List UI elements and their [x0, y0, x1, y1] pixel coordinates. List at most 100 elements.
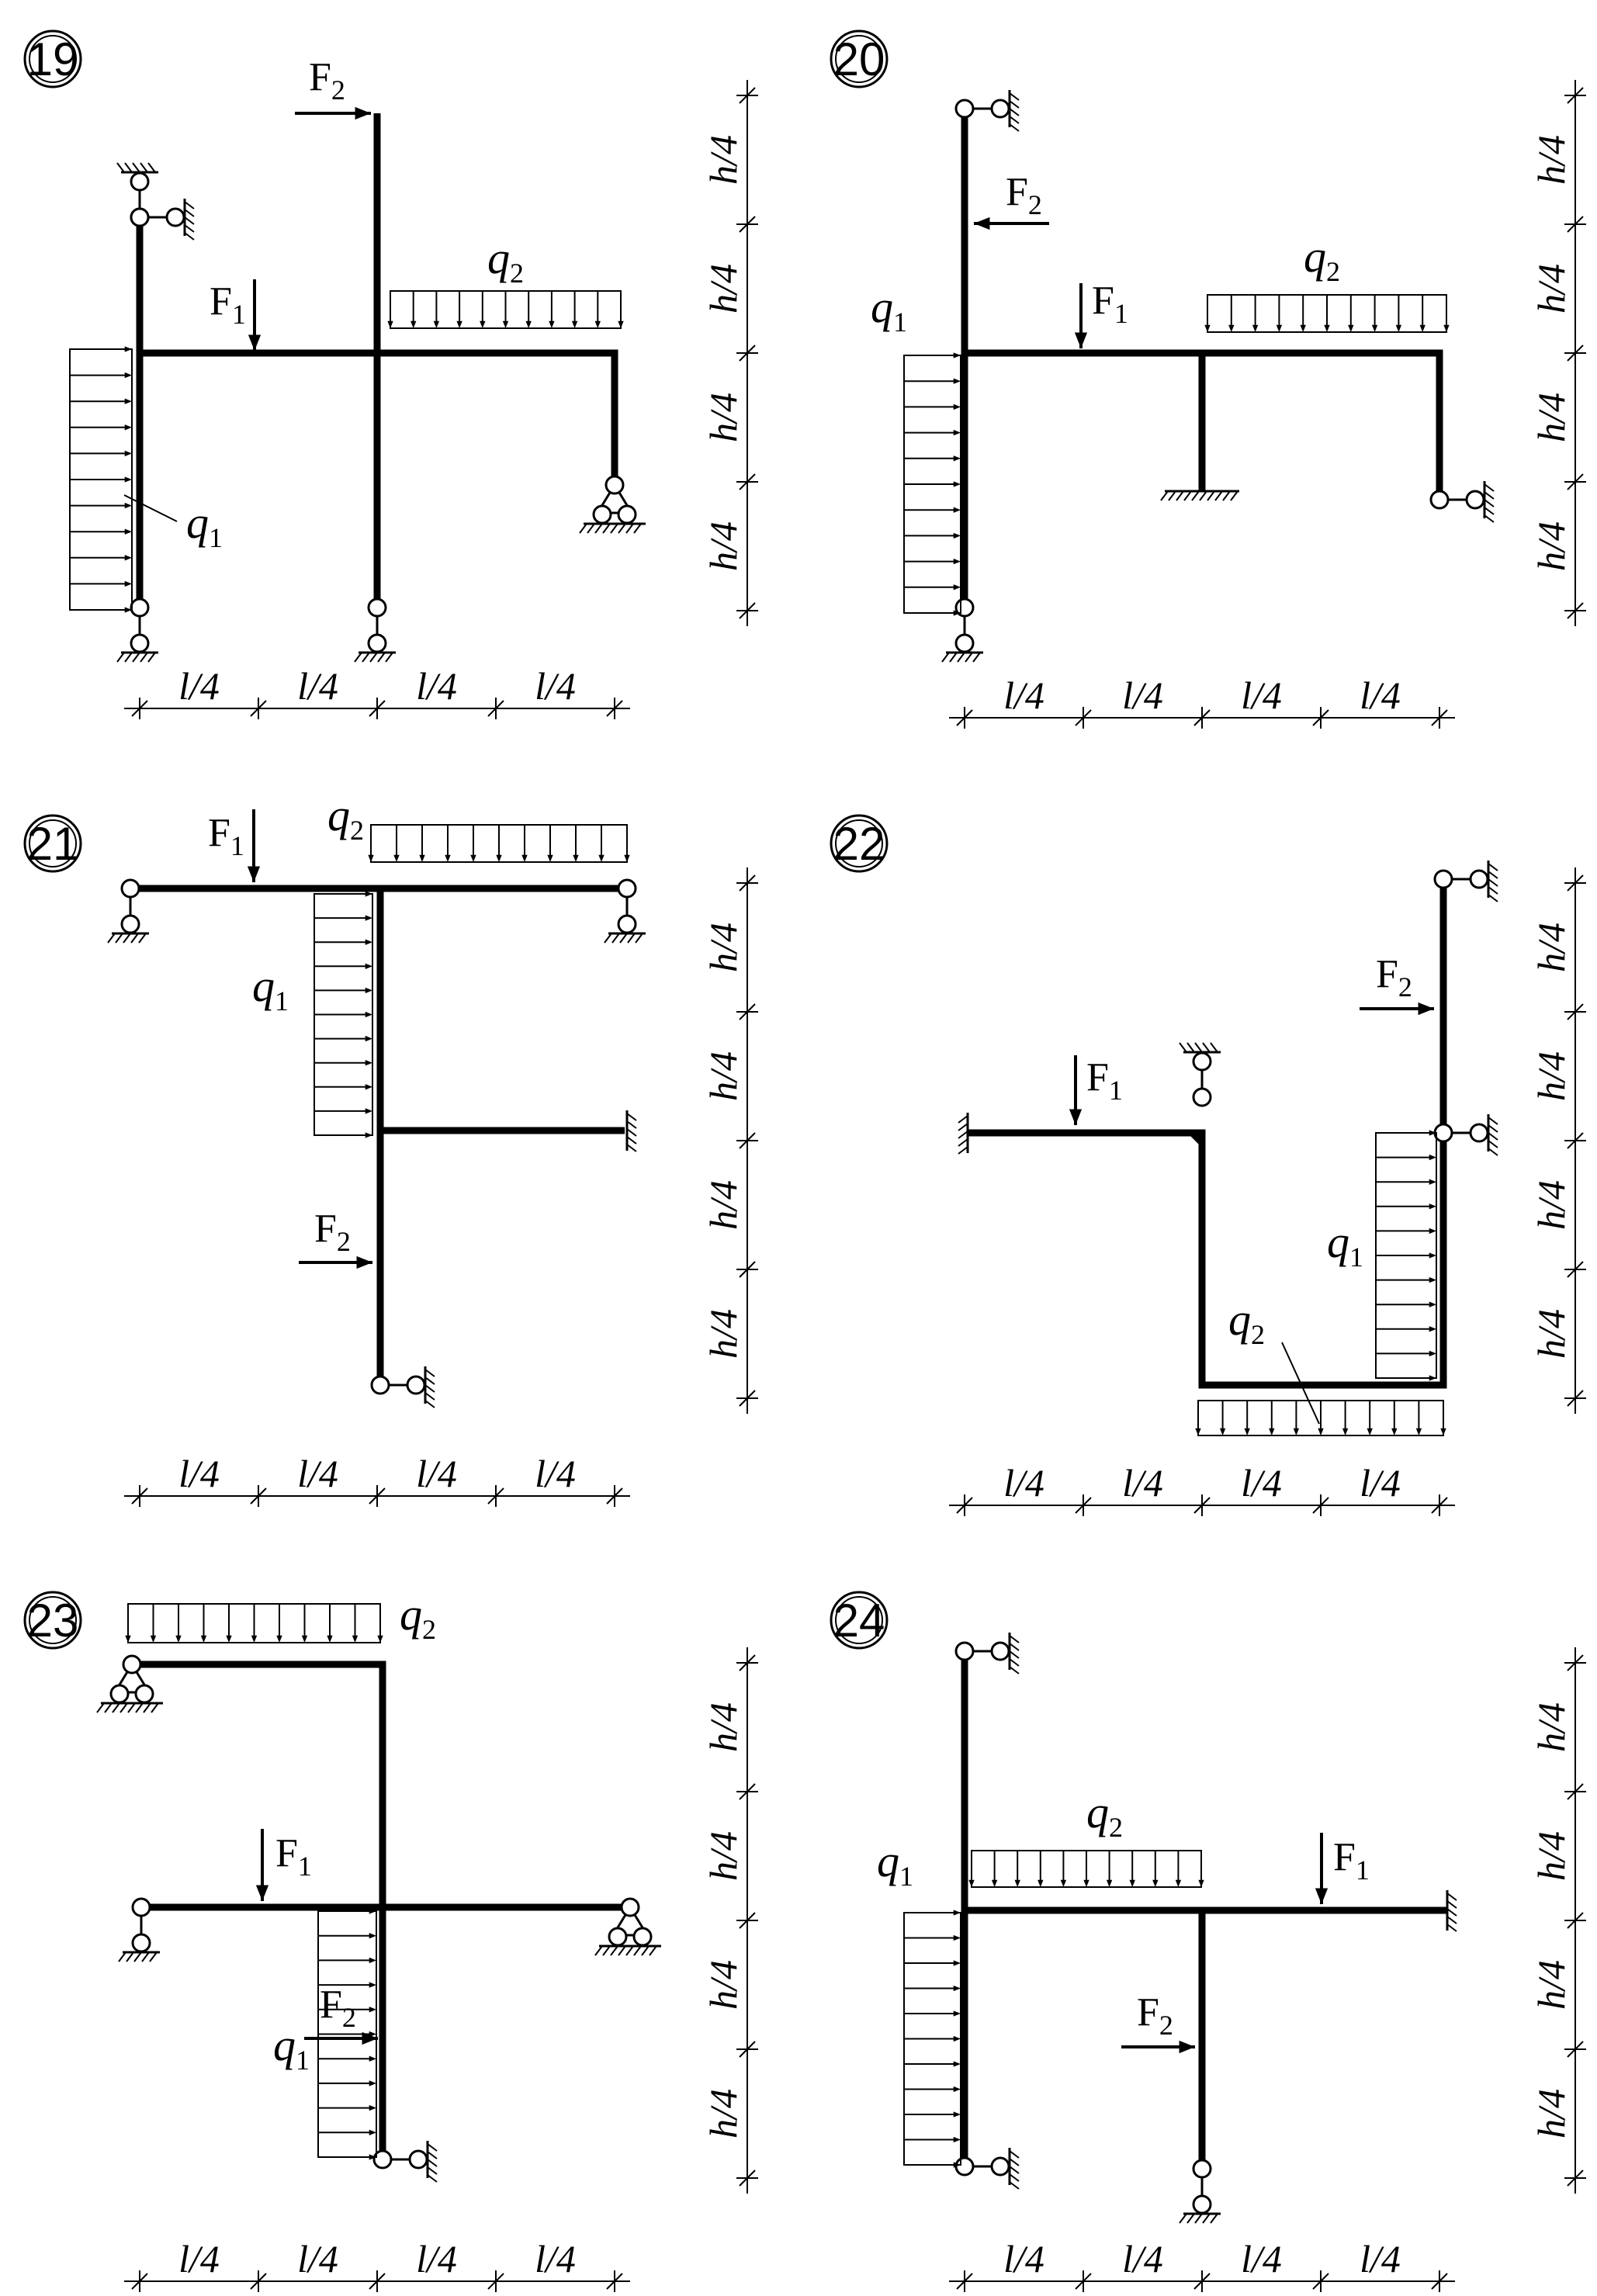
badge-outer-ring [23, 1591, 82, 1650]
hatch [641, 1945, 650, 1956]
arrow-head [1419, 324, 1426, 332]
hinge [990, 2156, 1010, 2177]
arrow-head [573, 854, 579, 862]
hatch [107, 933, 116, 944]
arrow-head [1244, 1428, 1250, 1435]
label-q2: q2 [327, 790, 364, 846]
arrow-head [247, 866, 261, 882]
hinge [1192, 1051, 1212, 1072]
hatch [1009, 1658, 1020, 1667]
distributed-load-q1 [1375, 1130, 1437, 1381]
hatch [1160, 490, 1169, 501]
distributed-load-q2 [968, 1850, 1204, 1888]
label-q2-subscript: 2 [350, 815, 364, 846]
hatch [1009, 1635, 1020, 1643]
hatch [633, 523, 642, 534]
dimension-slash [739, 473, 756, 490]
arrow-head [1179, 2040, 1195, 2054]
arrow-head [953, 507, 961, 513]
arrow-head [369, 1908, 376, 1914]
hatch [1199, 490, 1207, 501]
hatch [627, 933, 636, 944]
arrow-head [1429, 1179, 1436, 1185]
hatch [1009, 116, 1020, 124]
problem-number-badge: 21 [23, 814, 82, 873]
hinge [954, 99, 975, 119]
dimension-slash [1567, 874, 1584, 892]
vertical-dimension-chain: h/4h/4h/4h/4 [702, 867, 758, 1414]
arrow-head [953, 2061, 961, 2067]
rigid-corner [1187, 1133, 1205, 1151]
badge-outer-ring [23, 29, 82, 88]
hatch [949, 652, 958, 663]
arrow-head [953, 610, 961, 616]
force-F2 [1360, 1002, 1434, 1016]
label-F1: F1 [210, 279, 246, 330]
label-q2-symbol: q [487, 233, 510, 283]
arrow-head [393, 854, 400, 862]
hatch [626, 1128, 637, 1137]
hatch [611, 933, 620, 944]
badge-inner-ring [29, 819, 77, 867]
hinge [954, 633, 975, 653]
dimension-slash [739, 1912, 756, 1929]
distributed-load-q2 [368, 824, 630, 863]
frame-member [140, 349, 618, 485]
hatch [184, 232, 195, 241]
arrow-head [124, 398, 132, 404]
hinge [370, 1375, 390, 1395]
hinge [130, 633, 150, 653]
dimension-slash [1431, 2273, 1448, 2290]
dimension-slash [1567, 1390, 1584, 1407]
dimension-slash [739, 216, 756, 233]
label-q2: q2 [1304, 231, 1340, 287]
arrow-head [124, 424, 132, 431]
arrow-head [1429, 1252, 1436, 1259]
hatch [1202, 2213, 1211, 2224]
force-F1 [247, 809, 261, 882]
hatch [625, 523, 634, 534]
dimension-slash [1075, 1497, 1092, 1514]
hatch [1179, 1042, 1187, 1053]
hinge [109, 1684, 130, 1704]
dimension-slash [1193, 2273, 1211, 2290]
dimension-label-l4: l/4 [416, 664, 457, 708]
hatch [1446, 1924, 1457, 1932]
dimension-label-l4: l/4 [1241, 1461, 1282, 1505]
label-F2: F2 [1137, 1990, 1173, 2041]
hatch [124, 652, 133, 663]
arrow-head [953, 2111, 961, 2118]
hatch [610, 523, 618, 534]
hatch [1488, 894, 1498, 902]
hinge [1465, 490, 1485, 510]
force-F2 [1121, 2040, 1195, 2054]
dimension-slash [1567, 2041, 1584, 2058]
hatch [625, 1945, 634, 1956]
dimension-slash [250, 1487, 267, 1505]
arrow-head [369, 2055, 376, 2062]
hatch [424, 1392, 435, 1401]
arrow-head [124, 476, 132, 483]
arrow-head [953, 2035, 961, 2042]
label-F2-subscript: 2 [1159, 2010, 1173, 2041]
frame-member [965, 349, 1443, 500]
hinge [1429, 490, 1450, 510]
hatch [1009, 2166, 1020, 2174]
arrow-head [365, 1060, 372, 1066]
label-q1-subscript: 1 [296, 2045, 310, 2076]
hatch [1488, 1117, 1498, 1125]
arrow-head [1315, 1888, 1329, 1904]
arrow-head [365, 1035, 372, 1042]
hatch [138, 933, 147, 944]
arrow-head [1429, 1154, 1436, 1161]
hatch [1009, 1666, 1020, 1674]
hatch [116, 652, 125, 663]
arrow-head [1293, 1428, 1300, 1435]
dimension-label-h4: h/4 [702, 2089, 745, 2138]
hinge [131, 1897, 151, 1917]
hatch [1446, 1900, 1457, 1909]
